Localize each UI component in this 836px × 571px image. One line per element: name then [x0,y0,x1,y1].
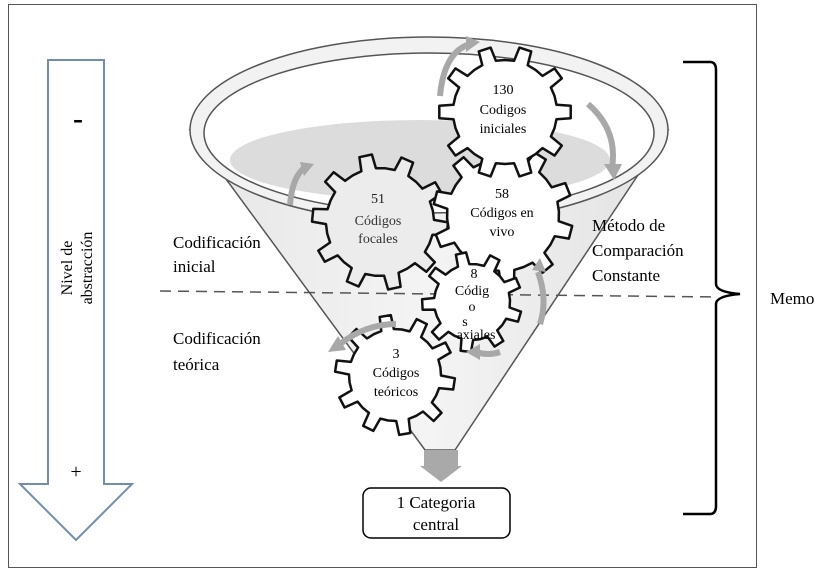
central-category-line1: 1 Categoria [397,493,476,512]
gear-focal-codes-shape [310,153,450,291]
gear-invivo-line1: Códigos en [470,206,533,221]
cycle-arrows [287,36,622,360]
central-category-line2: central [413,515,460,534]
memo-brace [683,60,741,516]
gear-initial-line1: Codigos [480,103,527,118]
method-line1: Método de [592,216,665,235]
phase-initial-line2: inicial [173,257,216,276]
method-line3: Constante [592,266,660,285]
phase-initial-line1: Codificación [173,233,261,252]
phase-theoretical-line1: Codificación [173,329,261,348]
gear-theoretical-codes-shape [333,313,457,437]
gear-invivo-count: 58 [495,187,509,202]
gear-axial-line4: axiales [457,328,496,343]
gear-initial-count: 130 [493,83,514,98]
method-line2: Comparación [592,241,684,260]
gear-axial-line1: Códig [455,284,489,299]
gear-initial-codes-shape [438,46,572,178]
gear-theoretical-line1: Códigos [373,366,420,381]
gear-axial-count: 8 [471,267,478,282]
gear-initial-line2: iniciales [480,122,527,137]
central-category-box [362,487,511,539]
phase-theoretical-line2: teórica [173,355,220,374]
abstraction-axis-label: Nivel de abstracción [59,232,96,305]
abstraction-arrow [17,59,135,542]
gear-focal-count: 51 [371,192,385,207]
gear-axial-line2: o [469,300,476,315]
gear-theoretical-line2: teóricos [374,385,418,400]
abstraction-label-line2: abstracción [79,232,96,305]
gear-focal-line2: focales [358,232,398,247]
abstraction-label-line1: Nivel de [59,241,76,296]
plus-sign: + [70,461,81,483]
gear-axial-codes-shape [420,251,523,354]
memo-label: Memo [770,289,814,308]
minus-sign: - [73,102,83,135]
gear-invivo-line2: vivo [490,225,515,240]
gear-focal-line1: Códigos [355,214,402,229]
gear-theoretical-count: 3 [393,347,400,362]
gears [310,46,574,437]
gear-axial-line3: s [462,315,467,330]
